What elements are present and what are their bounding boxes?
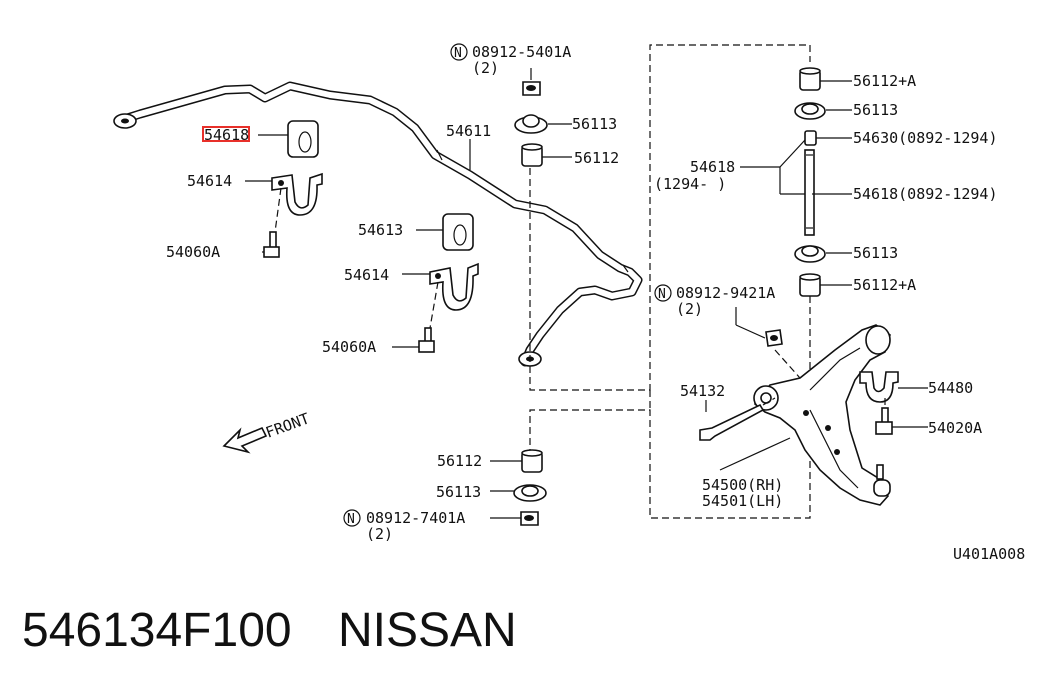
caption-brand: NISSAN: [338, 604, 517, 657]
nut-lower: [343, 509, 539, 527]
nut-mid: [735, 307, 801, 379]
label-54060a-upper: 54060A: [166, 243, 220, 261]
label-56113-right-2: 56113: [853, 244, 898, 262]
front-label: FRONT: [263, 409, 312, 441]
label-56113-lower: 56113: [436, 483, 481, 501]
bracket-54480: [859, 371, 928, 408]
label-54618-left: 54618: [690, 158, 735, 176]
washer-56113-top: [514, 114, 572, 134]
spacer-54630: [804, 130, 852, 146]
n-symbol-mid: N: [658, 287, 666, 302]
clamp-54614-lower: [402, 262, 479, 329]
lower-control-arm: [753, 324, 891, 506]
nut-top: [450, 43, 541, 96]
bushing-56112a-top: [799, 67, 852, 91]
n-symbol-top: N: [454, 46, 462, 61]
front-arrow-icon: [222, 426, 268, 454]
label-54614-upper: 54614: [187, 172, 232, 190]
label-56113-top: 56113: [572, 115, 617, 133]
n-circle-mid: [654, 284, 672, 302]
label-54630: 54630(0892-1294): [853, 129, 998, 147]
bushing-54613: [416, 213, 474, 251]
highlight-box: [202, 126, 250, 142]
label-56113-right-1: 56113: [853, 101, 898, 119]
label-54501: 54501(LH): [702, 492, 783, 510]
label-nut-lower-code: 08912-7401A: [366, 509, 465, 527]
stabilizer-bar: [113, 81, 643, 367]
label-56112-top: 56112: [574, 149, 619, 167]
label-54611: 54611: [446, 122, 491, 140]
bolt-54132: [699, 397, 776, 441]
leader-54500: [719, 437, 791, 471]
label-54613: 54613: [358, 221, 403, 239]
washer-56113-right-1: [794, 102, 852, 120]
label-nut-mid-qty: (2): [676, 300, 703, 318]
label-nut-top-code: 08912-5401A: [472, 43, 571, 61]
label-54618-highlight: 54618: [204, 126, 249, 144]
label-54618-left-date: (1294- ): [654, 175, 726, 193]
label-54020a: 54020A: [928, 419, 982, 437]
bushing-56112-lower: [490, 449, 543, 473]
bolt-54060a-upper: [262, 231, 280, 258]
rod-54618: [740, 139, 852, 236]
clamp-54614-upper: [245, 172, 323, 233]
label-54614-lower: 54614: [344, 266, 389, 284]
bushing-56112a-bottom: [799, 273, 852, 297]
label-54480: 54480: [928, 379, 973, 397]
label-54132: 54132: [680, 382, 725, 400]
bushing-54618: [258, 120, 319, 158]
diagram-code: U401A008: [953, 545, 1025, 563]
label-54618-right: 54618(0892-1294): [853, 185, 998, 203]
label-nut-mid-code: 08912-9421A: [676, 284, 775, 302]
bolt-54060a-lower: [392, 327, 435, 353]
label-54500: 54500(RH): [702, 476, 783, 494]
caption-part-number: 546134F100: [22, 604, 292, 657]
washer-56113-right-2: [794, 245, 852, 263]
bushing-56112-top: [521, 143, 572, 167]
label-nut-top-qty: (2): [472, 59, 499, 77]
washer-56113-lower: [490, 484, 547, 502]
label-56112a-bottom: 56112+A: [853, 276, 916, 294]
label-nut-lower-qty: (2): [366, 525, 393, 543]
label-54060a-lower: 54060A: [322, 338, 376, 356]
bolt-54020a: [875, 407, 928, 435]
dashed-box-lower: [529, 296, 811, 519]
dashed-box-upper: [529, 44, 811, 391]
n-symbol-lower: N: [347, 512, 355, 527]
label-56112-lower: 56112: [437, 452, 482, 470]
label-56112a-top: 56112+A: [853, 72, 916, 90]
